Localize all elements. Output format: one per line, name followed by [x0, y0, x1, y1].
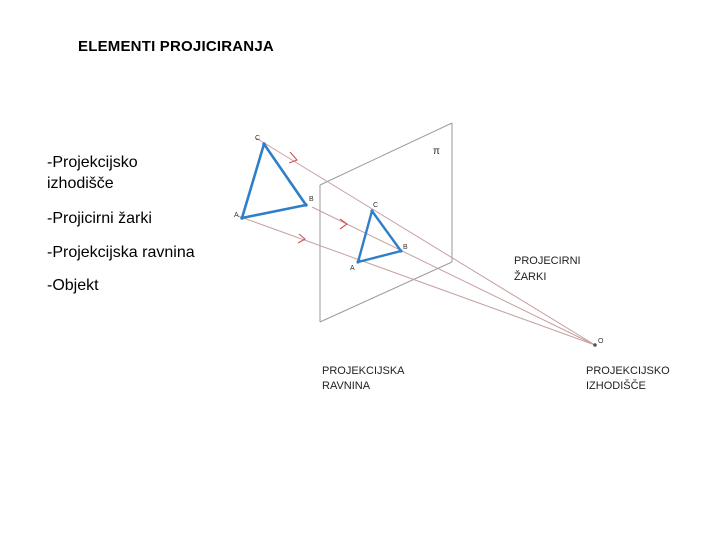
ray-arrow-icon: [339, 218, 348, 230]
plane-bottom-edge: [319, 261, 453, 323]
rays-callout-line2: ŽARKI: [514, 270, 546, 283]
object-label-b: B: [309, 196, 314, 203]
plane-callout-line2: RAVNINA: [322, 380, 371, 392]
object-vertex-b: [304, 203, 308, 207]
ray-from-a: [237, 215, 596, 346]
projection-plane: [319, 122, 453, 323]
ray-from-c: [255, 137, 596, 346]
projected-label-b: B: [403, 244, 408, 251]
projected-label-a: A: [350, 265, 355, 272]
origin-label: O: [598, 338, 604, 345]
projection-rays: [237, 137, 596, 346]
object-label-c: C: [255, 135, 260, 142]
bullet-projection-plane: -Projekcijska ravnina: [47, 244, 195, 261]
origin-callout-line2: IZHODIŠČE: [586, 379, 646, 392]
plane-top-edge: [319, 122, 453, 186]
projected-vertex-c: [370, 209, 374, 213]
page-title: ELEMENTI PROJICIRANJA: [78, 38, 274, 55]
projected-vertex-b: [399, 249, 403, 253]
bullet-projection-origin: -Projekcijsko izhodišče: [47, 154, 138, 192]
ray-arrow-icon: [288, 151, 298, 164]
object-triangle: [240, 142, 308, 220]
ray-arrow-icon: [297, 233, 306, 244]
projection-origin-point: [593, 343, 597, 347]
origin-callout-line1: PROJEKCIJSKO: [586, 365, 670, 377]
object-vertex-c: [262, 142, 266, 146]
ray-from-b: [311, 206, 596, 346]
plane-callout-line1: PROJEKCIJSKA: [322, 365, 405, 377]
object-vertex-a: [240, 216, 244, 220]
bullet-object: -Objekt: [47, 277, 99, 294]
projected-triangle: [356, 209, 403, 264]
plane-symbol: π: [433, 146, 440, 157]
ray-arrows: [288, 151, 348, 244]
bullet-projection-rays: -Projicirni žarki: [47, 210, 152, 227]
projected-vertex-a: [356, 260, 360, 264]
projected-label-c: C: [373, 202, 378, 209]
object-label-a: A: [234, 212, 239, 219]
rays-callout-line1: PROJECIRNI: [514, 255, 581, 267]
